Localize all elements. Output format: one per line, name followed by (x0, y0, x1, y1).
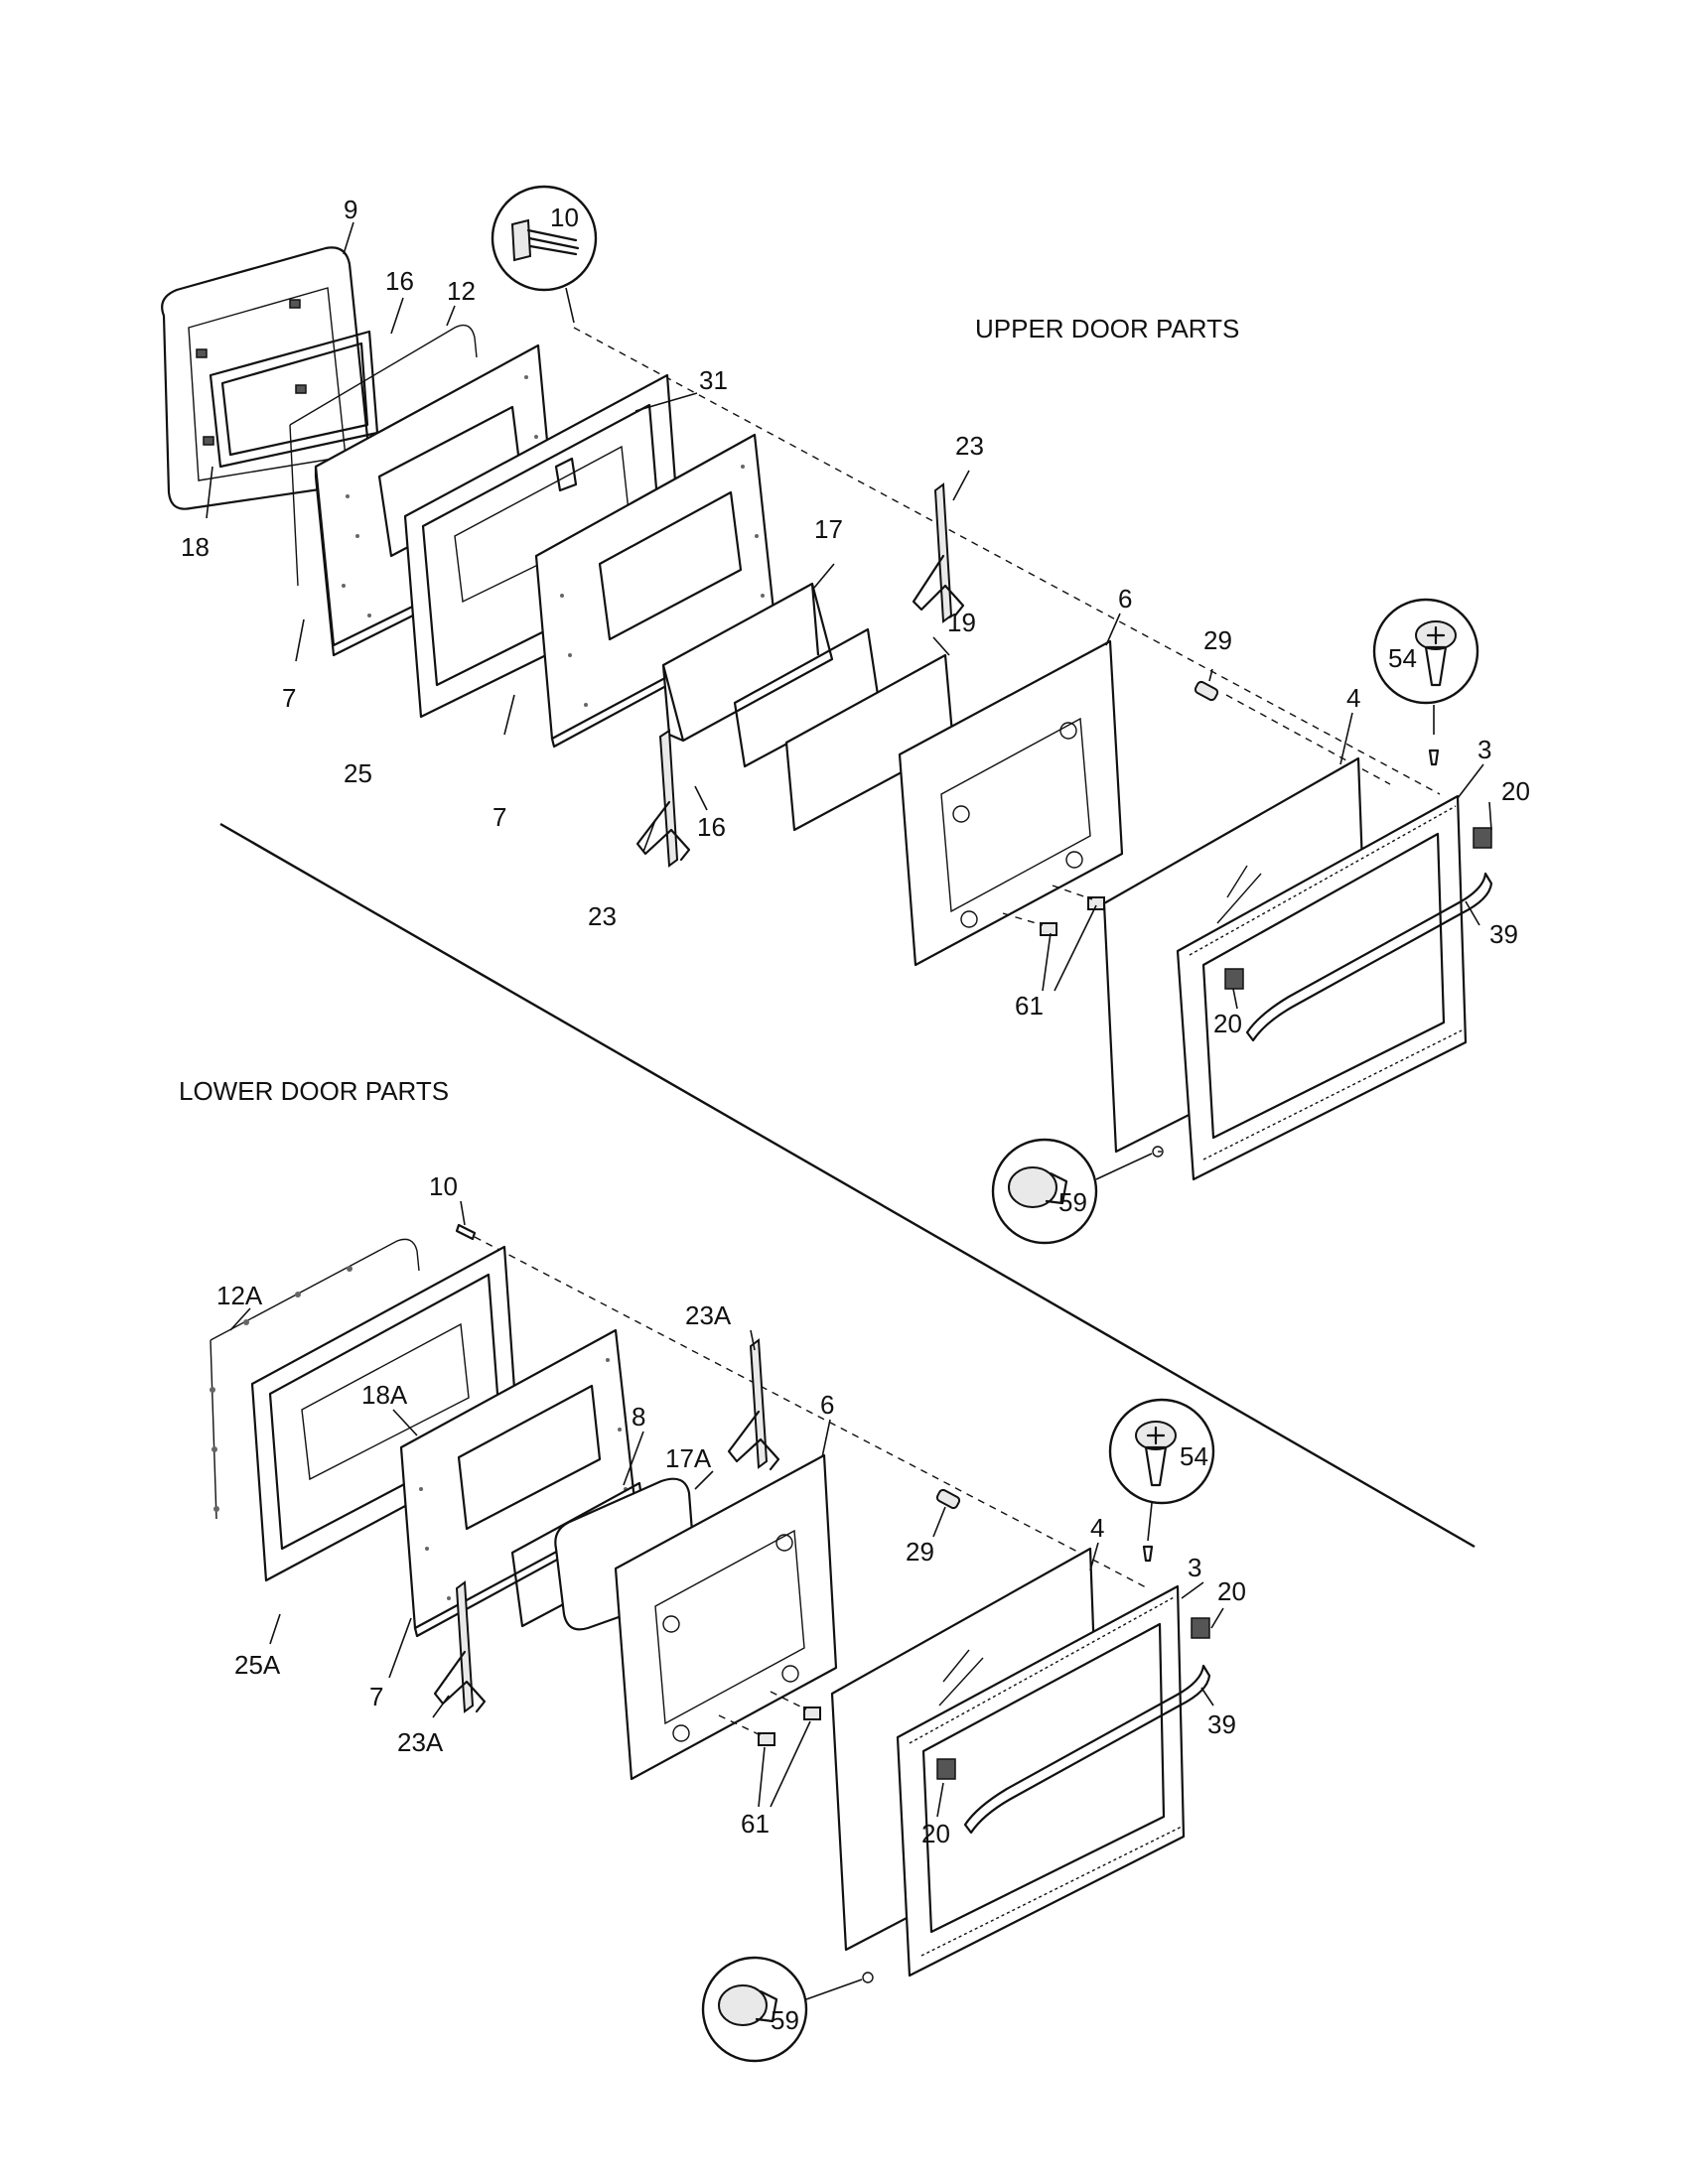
label-39: 39 (1489, 919, 1518, 949)
glass-reflection (1216, 865, 1262, 924)
part-12A-gasket (210, 1238, 420, 1520)
part-7-insulation (399, 1328, 637, 1638)
label-54: 54 (1180, 1441, 1208, 1471)
part-54-screw-small (1428, 749, 1440, 766)
label-17: 17 (814, 514, 843, 544)
label-25A: 25A (234, 1650, 281, 1680)
part-54-screw-small (1142, 1545, 1154, 1563)
label-3: 3 (1188, 1553, 1201, 1582)
part-10-screw (455, 1223, 477, 1241)
label-59: 59 (771, 2005, 799, 2035)
part-23-hinge-lower (635, 729, 691, 868)
label-12: 12 (447, 276, 476, 306)
part-39-handle (963, 1664, 1211, 1835)
label-25: 25 (344, 758, 372, 788)
label-59: 59 (1058, 1187, 1087, 1217)
part-29-stop (1194, 680, 1219, 702)
part-39-handle (1245, 872, 1493, 1042)
label-20b: 20 (921, 1819, 950, 1848)
clip (196, 348, 208, 358)
part-3-door-frame (1176, 794, 1468, 1181)
callout-59 (701, 1956, 863, 2063)
gasket-dots (210, 1266, 352, 1512)
callout-59 (991, 1138, 1153, 1245)
part-3-door-frame (896, 1584, 1186, 1978)
part-23A-hinge-upper (727, 1338, 780, 1471)
part-20-end-cap-right (1473, 827, 1492, 849)
label-17A: 17A (665, 1443, 712, 1473)
label-18A: 18A (361, 1380, 408, 1410)
part-23-hinge-upper (912, 482, 965, 623)
label-12A: 12A (216, 1281, 263, 1310)
part-31-latch-bracket (554, 457, 578, 492)
label-20b: 20 (1213, 1009, 1242, 1038)
lower-assembly-axis (474, 1236, 1149, 1589)
callout-54 (1372, 598, 1479, 735)
label-6: 6 (820, 1390, 834, 1420)
label-29: 29 (1203, 625, 1232, 655)
upper-door-parts-title: UPPER DOOR PARTS (975, 314, 1239, 343)
label-19: 19 (947, 608, 976, 637)
label-39: 39 (1207, 1709, 1236, 1739)
part-6-inner-panel (898, 639, 1124, 967)
label-31: 31 (699, 365, 728, 395)
label-4: 4 (1346, 683, 1360, 713)
part-20-end-cap-left (936, 1758, 956, 1780)
part-61-bumper-a (1040, 922, 1057, 936)
upper-door-group: 9 10 16 12 18 31 7 25 7 17 23 19 16 23 6… (161, 185, 1530, 1245)
part-29-stop (935, 1488, 961, 1510)
label-61: 61 (1015, 991, 1044, 1021)
section-divider-line (219, 822, 1476, 1549)
part-20-end-cap-left (1224, 968, 1244, 990)
lower-door-parts-title: LOWER DOOR PARTS (179, 1076, 449, 1106)
label-6: 6 (1118, 584, 1132, 614)
label-4: 4 (1090, 1513, 1104, 1543)
label-29: 29 (906, 1537, 934, 1567)
label-7b: 7 (492, 802, 506, 832)
part-61-bumper-a (758, 1732, 775, 1746)
label-23A-lower: 23A (397, 1727, 444, 1757)
part-61-bumper-b (803, 1706, 821, 1720)
label-16b: 16 (697, 812, 726, 842)
label-7: 7 (282, 683, 296, 713)
label-23b: 23 (588, 901, 617, 931)
part-6-inner-panel (614, 1453, 838, 1781)
part-20-end-cap-right (1191, 1617, 1210, 1639)
label-20: 20 (1501, 776, 1530, 806)
label-3: 3 (1477, 735, 1491, 764)
label-61: 61 (741, 1809, 770, 1839)
lower-door-group: 10 12A 23A 18A 8 6 17A 54 29 4 3 20 25A … (210, 1171, 1246, 2063)
label-7: 7 (369, 1682, 383, 1711)
part-12-gasket (289, 324, 478, 587)
label-16: 16 (385, 266, 414, 296)
label-23: 23 (955, 431, 984, 461)
label-9: 9 (344, 195, 357, 224)
label-10: 10 (550, 203, 579, 232)
callout-10 (491, 185, 598, 324)
label-20: 20 (1217, 1576, 1246, 1606)
upper-assembly-axis (573, 327, 1441, 795)
label-54: 54 (1388, 643, 1417, 673)
label-10: 10 (429, 1171, 458, 1201)
callout-54 (1108, 1398, 1215, 1542)
label-18: 18 (181, 532, 210, 562)
label-8: 8 (632, 1402, 645, 1432)
part-59-screw-small (1152, 1146, 1164, 1158)
part-23A-hinge-lower (433, 1580, 487, 1713)
part-59-screw-small (862, 1972, 874, 1983)
label-23A: 23A (685, 1300, 732, 1330)
